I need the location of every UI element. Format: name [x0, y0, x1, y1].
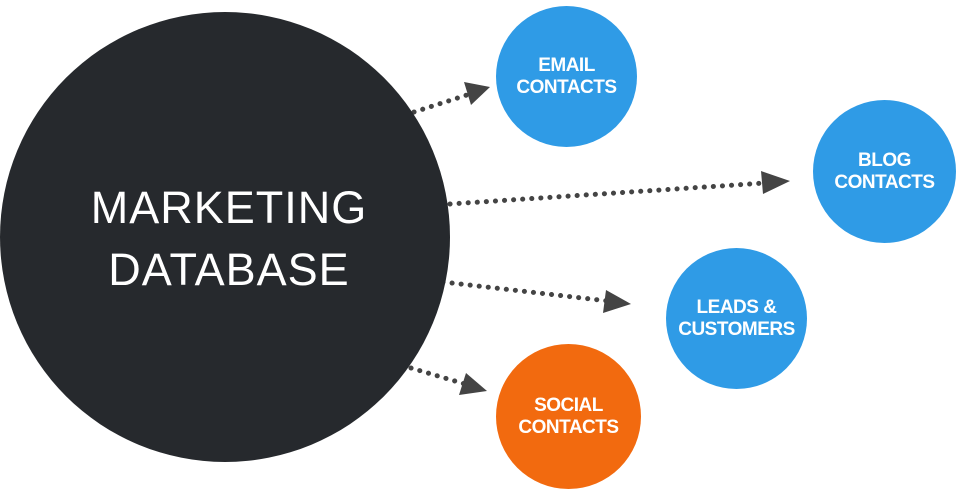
blog-contacts-circle: BLOG CONTACTS [813, 100, 956, 243]
arrow-to-blog-dots [447, 180, 768, 207]
arrow-to-leads-head [603, 290, 631, 313]
arrow-to-leads [440, 279, 631, 313]
email-label-line2: CONTACTS [516, 76, 617, 98]
arrow-to-leads-dots [440, 279, 611, 304]
social-label-line2: CONTACTS [518, 416, 619, 438]
arrow-to-social [408, 365, 487, 395]
arrow-to-email-dots [411, 91, 473, 115]
central-label-line2: DATABASE [108, 244, 350, 295]
arrow-to-email [411, 82, 490, 115]
arrow-to-email-head [464, 82, 490, 105]
blog-label-line2: CONTACTS [834, 171, 935, 193]
social-label-line1: SOCIAL [534, 394, 603, 416]
email-label-line1: EMAIL [538, 54, 595, 76]
leads-label-line2: CUSTOMERS [678, 318, 795, 340]
leads-customers-circle: LEADS & CUSTOMERS [666, 248, 807, 389]
marketing-database-circle: MARKETING DATABASE [0, 12, 450, 462]
arrow-to-blog [447, 171, 790, 207]
social-contacts-circle: SOCIAL CONTACTS [496, 344, 641, 489]
blog-label-line1: BLOG [858, 149, 911, 171]
arrow-to-social-head [459, 373, 487, 395]
leads-label-line1: LEADS & [696, 296, 777, 318]
arrow-to-blog-head [761, 171, 790, 194]
email-contacts-circle: EMAIL CONTACTS [496, 6, 637, 147]
central-label-line1: MARKETING [90, 182, 368, 233]
arrow-to-social-dots [408, 365, 468, 387]
